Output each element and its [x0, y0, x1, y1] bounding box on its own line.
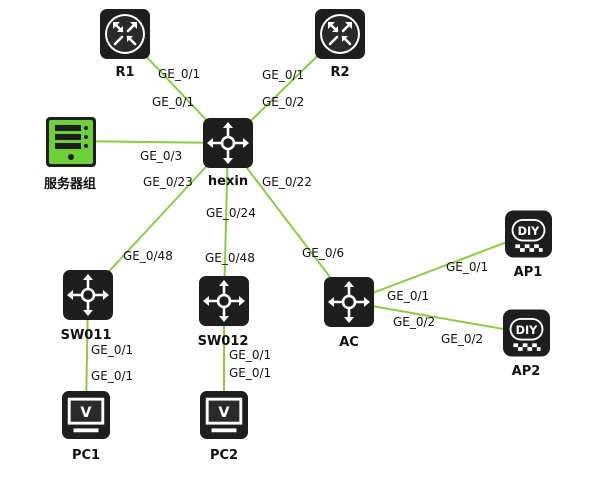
link-hexin-ac — [227, 142, 350, 303]
port-label: GE_0/48 — [123, 249, 173, 263]
device-label-ap1: AP1 — [514, 265, 543, 280]
port-label: GE_0/22 — [262, 175, 312, 189]
port-label: GE_0/2 — [262, 95, 304, 109]
server-icon — [46, 117, 96, 167]
device-label-r1: R1 — [115, 65, 134, 80]
pc-icon — [200, 391, 248, 439]
pc-icon — [62, 391, 110, 439]
link-hexin-sw012 — [223, 142, 229, 301]
device-r2[interactable]: R2 — [315, 9, 365, 80]
router-icon — [315, 9, 365, 59]
links — [69, 33, 529, 413]
device-label-ac: AC — [339, 335, 359, 350]
port-label: GE_0/1 — [446, 260, 488, 274]
device-label-server: 服务器组 — [44, 176, 96, 192]
port-label: GE_0/1 — [158, 67, 200, 81]
port-label: GE_0/6 — [302, 246, 344, 260]
device-sw011[interactable]: SW011 — [61, 270, 113, 343]
port-label: GE_0/1 — [152, 95, 194, 109]
port-label: GE_0/1 — [229, 366, 271, 380]
port-label: GE_0/48 — [205, 251, 255, 265]
device-label-pc2: PC2 — [210, 448, 238, 463]
link-ac-ap2 — [348, 301, 527, 334]
port-labels: GE_0/1 GE_0/1 GE_0/1 GE_0/2 GE_0/3 GE_0/… — [91, 67, 488, 383]
device-sw012[interactable]: SW012 — [198, 276, 249, 349]
device-pc2[interactable]: PC2 — [200, 391, 248, 463]
device-pc1[interactable]: PC1 — [62, 391, 110, 463]
port-label: GE_0/2 — [393, 315, 435, 329]
port-label: GE_0/1 — [229, 348, 271, 362]
device-label-sw011: SW011 — [61, 328, 112, 343]
device-r1[interactable]: R1 — [100, 9, 150, 80]
link-ac-ap1 — [348, 233, 529, 303]
device-ac[interactable]: AC — [324, 277, 374, 350]
device-ap1[interactable]: AP1 — [505, 210, 552, 281]
switch-icon — [63, 270, 113, 320]
device-ap2[interactable]: AP2 — [503, 309, 550, 380]
device-server-group[interactable]: 服务器组 — [44, 117, 96, 192]
device-hexin[interactable]: hexin — [203, 118, 253, 189]
port-label: GE_0/1 — [91, 369, 133, 383]
device-label-ap2: AP2 — [512, 364, 541, 379]
switch-icon — [199, 276, 249, 326]
router-icon — [100, 9, 150, 59]
switch-icon — [203, 118, 253, 168]
port-label: GE_0/23 — [143, 175, 193, 189]
link-server-hexin — [69, 140, 229, 144]
link-hexin-sw011 — [87, 142, 229, 295]
ap-diy-icon — [505, 210, 552, 258]
port-label: GE_0/2 — [441, 332, 483, 346]
port-label: GE_0/24 — [206, 206, 256, 220]
port-label: GE_0/1 — [387, 289, 429, 303]
ap-diy-icon — [503, 309, 550, 357]
device-label-sw012: SW012 — [198, 334, 249, 349]
port-label: GE_0/1 — [91, 343, 133, 357]
device-label-pc1: PC1 — [72, 448, 100, 463]
device-label-r2: R2 — [330, 65, 349, 80]
port-label: GE_0/1 — [262, 68, 304, 82]
device-label-hexin: hexin — [208, 174, 248, 189]
port-label: GE_0/3 — [140, 149, 182, 163]
switch-icon — [324, 277, 374, 327]
